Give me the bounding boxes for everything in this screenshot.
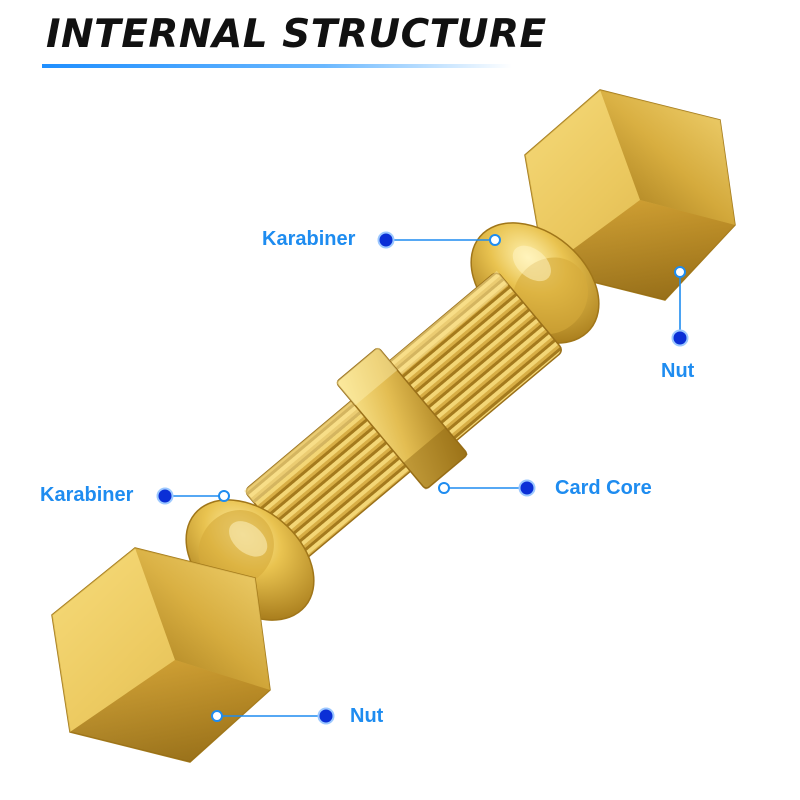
callout-card-core bbox=[438, 479, 536, 497]
label-karabiner-top: Karabiner bbox=[262, 228, 356, 250]
nut-top-shape bbox=[524, 89, 736, 301]
label-card-core: Card Core bbox=[555, 477, 652, 499]
nut-bottom-shape bbox=[51, 547, 271, 763]
title-underline bbox=[42, 64, 512, 68]
callout-karabiner-top bbox=[377, 231, 501, 249]
label-karabiner-bottom: Karabiner bbox=[40, 484, 134, 506]
card-core-shape bbox=[244, 270, 562, 560]
callout-nut-bottom bbox=[211, 707, 335, 725]
page-title: INTERNAL STRUCTURE bbox=[46, 12, 547, 57]
label-nut-bottom: Nut bbox=[350, 705, 384, 727]
label-nut-top: Nut bbox=[661, 360, 695, 382]
callout-karabiner-bottom bbox=[156, 487, 230, 505]
callout-nut-top bbox=[671, 266, 689, 347]
